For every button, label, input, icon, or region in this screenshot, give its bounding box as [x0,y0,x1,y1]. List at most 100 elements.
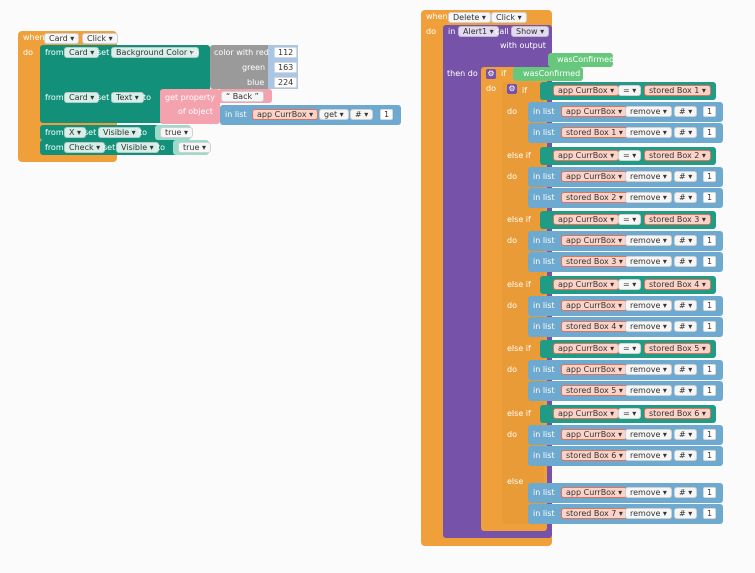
compare-currbox-var-4[interactable]: app CurrBox ▾ [553,278,620,290]
remove-currbox-4-index[interactable]: 1 [703,299,717,311]
remove-stored-3-index[interactable]: 1 [703,256,717,267]
was-confirmed-get[interactable] [513,67,583,81]
remove-stored-7-var[interactable]: stored Box 7 ▾ [561,508,628,519]
remove-currbox-6-remove-dropdown[interactable]: remove ▾ [625,428,672,440]
remove-currbox-3-hash-dropdown[interactable]: # ▾ [674,235,698,246]
remove-currbox-2-index[interactable]: 1 [703,170,717,182]
compare-eq-dropdown-1[interactable]: = ▾ [618,85,642,96]
remove-currbox-1-var[interactable]: app CurrBox ▾ [561,106,628,117]
red-value[interactable]: 112 [274,47,298,58]
remove-currbox-5-hash-dropdown[interactable]: # ▾ [674,364,698,375]
show-dropdown[interactable]: Show ▾ [511,26,550,37]
x-visible-dropdown[interactable]: Visible ▾ [98,127,141,138]
compare-eq-dropdown-6[interactable]: = ▾ [618,407,642,419]
remove-currbox-7-index[interactable]: 1 [703,487,717,498]
remove-stored-3-hash-dropdown[interactable]: # ▾ [674,256,698,267]
remove-stored-6-index[interactable]: 1 [703,449,717,461]
back-text-value[interactable]: “ Back ” [221,91,264,102]
remove-stored-5-remove-dropdown[interactable]: remove ▾ [625,385,672,396]
remove-currbox-6-hash-dropdown[interactable]: # ▾ [674,428,698,440]
check-component-dropdown[interactable]: Check ▾ [64,142,106,153]
delete-component-dropdown[interactable]: Delete ▾ [448,12,491,23]
app-currbox-var[interactable]: app CurrBox ▾ [252,109,319,120]
compare-eq-dropdown-5[interactable]: = ▾ [618,343,642,354]
delete-event-dropdown[interactable]: Click ▾ [491,12,527,23]
green-value[interactable]: 163 [274,62,298,73]
compare-stored-box-4[interactable]: stored Box 4 ▾ [644,278,711,290]
x-component-dropdown[interactable]: X ▾ [64,127,87,138]
remove-currbox-2-remove-dropdown[interactable]: remove ▾ [625,170,672,182]
remove-stored-4-index[interactable]: 1 [703,320,717,332]
compare-stored-box-6[interactable]: stored Box 6 ▾ [644,407,711,419]
compare-currbox-var-6[interactable]: app CurrBox ▾ [553,407,620,419]
compare-stored-box-1[interactable]: stored Box 1 ▾ [644,85,711,96]
remove-currbox-3-var[interactable]: app CurrBox ▾ [561,235,628,246]
remove-currbox-1-index[interactable]: 1 [703,106,717,117]
remove-currbox-6-index[interactable]: 1 [703,428,717,440]
remove-stored-7-index[interactable]: 1 [703,508,717,519]
blue-value[interactable]: 224 [274,77,298,88]
remove-stored-1-remove-dropdown[interactable]: remove ▾ [625,127,672,138]
remove-stored-5-var[interactable]: stored Box 5 ▾ [561,385,628,396]
get-property-block[interactable] [160,89,220,124]
compare-currbox-var-2[interactable]: app CurrBox ▾ [553,149,620,161]
inner-if-gear-icon[interactable]: ⚙ [507,84,517,94]
event-dropdown[interactable]: Click ▾ [82,33,118,44]
text-property-dropdown[interactable]: Text ▾ [111,92,144,103]
remove-currbox-7-remove-dropdown[interactable]: remove ▾ [625,487,672,498]
remove-stored-5-index[interactable]: 1 [703,385,717,396]
remove-stored-2-index[interactable]: 1 [703,191,717,203]
compare-eq-dropdown-3[interactable]: = ▾ [618,214,642,225]
component-dropdown[interactable]: Card ▾ [44,33,80,44]
true-dropdown-2[interactable]: true ▾ [178,142,211,153]
compare-stored-box-3[interactable]: stored Box 3 ▾ [644,214,711,225]
remove-stored-1-hash-dropdown[interactable]: # ▾ [674,127,698,138]
remove-currbox-5-remove-dropdown[interactable]: remove ▾ [625,364,672,375]
bg-property-dropdown[interactable]: Background Color ▾ [111,47,199,58]
remove-stored-1-index[interactable]: 1 [703,127,717,138]
remove-currbox-4-hash-dropdown[interactable]: # ▾ [674,299,698,311]
remove-stored-4-remove-dropdown[interactable]: remove ▾ [625,320,672,332]
remove-stored-6-remove-dropdown[interactable]: remove ▾ [625,449,672,461]
remove-stored-4-hash-dropdown[interactable]: # ▾ [674,320,698,332]
remove-stored-6-hash-dropdown[interactable]: # ▾ [674,449,698,461]
remove-stored-2-remove-dropdown[interactable]: remove ▾ [625,191,672,203]
remove-currbox-6-var[interactable]: app CurrBox ▾ [561,428,628,440]
remove-currbox-1-hash-dropdown[interactable]: # ▾ [674,106,698,117]
compare-eq-dropdown-4[interactable]: = ▾ [618,278,642,290]
remove-currbox-4-remove-dropdown[interactable]: remove ▾ [625,299,672,311]
check-visible-dropdown[interactable]: Visible ▾ [116,142,159,153]
bg-component-dropdown[interactable]: Card ▾ [64,47,100,58]
remove-currbox-5-var[interactable]: app CurrBox ▾ [561,364,628,375]
remove-currbox-7-hash-dropdown[interactable]: # ▾ [674,487,698,498]
remove-stored-1-var[interactable]: stored Box 1 ▾ [561,127,628,138]
remove-stored-5-hash-dropdown[interactable]: # ▾ [674,385,698,396]
remove-stored-2-hash-dropdown[interactable]: # ▾ [674,191,698,203]
remove-currbox-2-hash-dropdown[interactable]: # ▾ [674,170,698,182]
color-with-red-block[interactable] [210,45,275,89]
compare-currbox-var-5[interactable]: app CurrBox ▾ [553,343,620,354]
outer-if-gear-icon[interactable]: ⚙ [486,69,496,79]
remove-currbox-3-index[interactable]: 1 [703,235,717,246]
remove-currbox-5-index[interactable]: 1 [703,364,717,375]
hash-dropdown[interactable]: # ▾ [350,109,374,120]
remove-stored-3-var[interactable]: stored Box 3 ▾ [561,256,628,267]
compare-currbox-var-3[interactable]: app CurrBox ▾ [553,214,620,225]
get-op-dropdown[interactable]: get ▾ [319,109,349,120]
alert-dropdown[interactable]: Alert1 ▾ [458,26,499,37]
compare-stored-box-5[interactable]: stored Box 5 ▾ [644,343,711,354]
remove-currbox-1-remove-dropdown[interactable]: remove ▾ [625,106,672,117]
remove-stored-6-var[interactable]: stored Box 6 ▾ [561,449,628,461]
index-value[interactable]: 1 [380,109,394,120]
remove-currbox-2-var[interactable]: app CurrBox ▾ [561,170,628,182]
remove-stored-7-remove-dropdown[interactable]: remove ▾ [625,508,672,519]
compare-stored-box-2[interactable]: stored Box 2 ▾ [644,149,711,161]
text-component-dropdown[interactable]: Card ▾ [64,92,100,103]
remove-stored-3-remove-dropdown[interactable]: remove ▾ [625,256,672,267]
remove-stored-7-hash-dropdown[interactable]: # ▾ [674,508,698,519]
remove-currbox-7-var[interactable]: app CurrBox ▾ [561,487,628,498]
remove-currbox-3-remove-dropdown[interactable]: remove ▾ [625,235,672,246]
compare-currbox-var-1[interactable]: app CurrBox ▾ [553,85,620,96]
remove-stored-4-var[interactable]: stored Box 4 ▾ [561,320,628,332]
remove-currbox-4-var[interactable]: app CurrBox ▾ [561,299,628,311]
